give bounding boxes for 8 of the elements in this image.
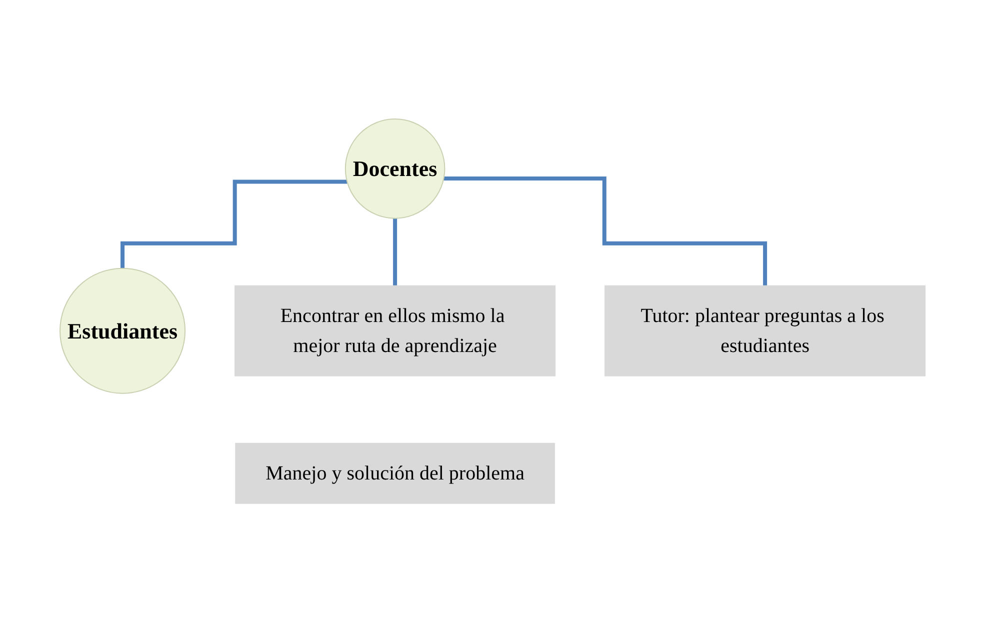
- connector: [121, 180, 348, 271]
- node-box: Manejo y solución del problema: [236, 443, 556, 504]
- node-box: Tutor: plantear preguntas a los estudiantes: [605, 286, 926, 377]
- node-box: Encontrar en ellos mismo la mejor ruta de aprendizaje: [235, 286, 556, 377]
- connector: [444, 176, 768, 288]
- node-circle: Estudiantes: [60, 268, 186, 394]
- node-circle: Docentes: [345, 118, 446, 220]
- connector: [394, 216, 398, 288]
